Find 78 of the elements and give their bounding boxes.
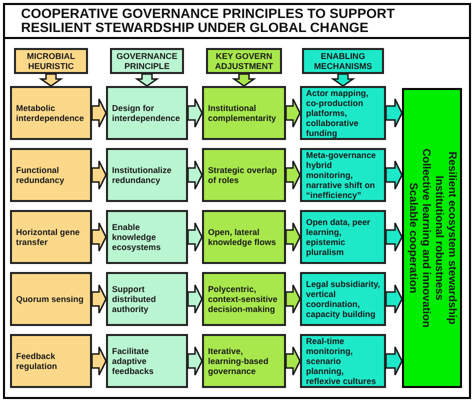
block-arrow — [285, 222, 301, 252]
process-box — [300, 86, 386, 140]
box-text: Meta-governance hybrid monitoring, narrative shift on “inefficiency” — [306, 150, 377, 200]
block-arrow — [134, 73, 160, 87]
title: COOPERATIVE GOVERNANCE PRINCIPLES TO SUPPORT RESILIENT STEWARDSHIP UNDER GLOBAL CHANGE — [21, 7, 396, 35]
block-arrow — [285, 160, 301, 190]
block-arrow — [285, 98, 301, 128]
column-header — [302, 48, 384, 74]
process-box — [202, 272, 286, 326]
header-text: KEY GOVERN ADJUSTMENT — [214, 51, 274, 71]
block-arrow — [91, 222, 107, 252]
process-box — [202, 86, 286, 140]
outcome-text: Institutional robustness — [432, 176, 445, 300]
header-text: ENABLING MECHANISMS — [312, 51, 374, 71]
box-text: Strategic overlap of roles — [208, 165, 278, 185]
process-box — [10, 272, 92, 326]
process-box — [106, 86, 188, 140]
column-header — [206, 48, 282, 74]
process-box — [106, 210, 188, 264]
header-text: GOVERNANCE PRINCIPLE — [116, 51, 178, 71]
header-text: MICROBIAL HEURISTIC — [26, 51, 76, 71]
process-box — [106, 334, 188, 388]
process-box — [202, 210, 286, 264]
block-arrow — [232, 73, 256, 87]
block-arrow — [91, 160, 107, 190]
outcome-text: Scalable cooperation — [406, 182, 419, 294]
box-text: Iterative, learning-based governance — [208, 346, 270, 376]
process-box — [106, 272, 188, 326]
box-text: Actor mapping, co-production platforms, collaborative funding — [306, 88, 370, 138]
outcome-box — [402, 88, 462, 388]
block-arrow — [385, 284, 403, 314]
box-text: Open, lateral knowledge flows — [208, 227, 278, 247]
column-header — [14, 48, 88, 74]
process-box — [202, 334, 286, 388]
box-text: Polycentric, context-sensitive decision-making — [208, 284, 278, 314]
block-arrow — [91, 346, 107, 376]
block-arrow — [187, 160, 203, 190]
outcome-text: Collective learning and innovation — [419, 148, 432, 328]
process-box — [10, 86, 92, 140]
process-box — [300, 334, 386, 388]
box-text: Feedback regulation — [16, 351, 58, 371]
box-text: Horizontal gene transfer — [16, 227, 81, 247]
box-text: Legal subsidiarity, vertical coordination, capacity building — [306, 279, 380, 319]
block-arrow — [91, 284, 107, 314]
block-arrow — [187, 98, 203, 128]
box-text: Design for interdependence — [112, 103, 182, 123]
box-text: Metabolic interdependence — [16, 103, 86, 123]
block-arrow — [285, 346, 301, 376]
box-text: Institutional complementarity — [208, 103, 278, 123]
outcome-text: Resilient ecosystem stewardship — [445, 151, 458, 324]
process-box — [300, 210, 386, 264]
box-text: Enable knowledge ecosystems — [112, 222, 162, 252]
block-arrow — [187, 222, 203, 252]
block-arrow — [38, 73, 64, 87]
process-box — [300, 272, 386, 326]
process-box — [202, 148, 286, 202]
block-arrow — [385, 222, 403, 252]
block-arrow — [91, 98, 107, 128]
process-box — [10, 210, 92, 264]
block-arrow — [385, 160, 403, 190]
box-text: Support distributed authority — [112, 284, 157, 314]
box-text: Institutionalize redundancy — [112, 165, 172, 185]
box-text: Quorum sensing — [16, 294, 84, 304]
box-text: Facilitate adaptive feedbacks — [112, 346, 155, 376]
block-arrow — [330, 73, 356, 87]
box-text: Real-time monitoring, scenario planning, reflexive cultures — [306, 336, 377, 386]
process-box — [10, 148, 92, 202]
process-box — [300, 148, 386, 202]
block-arrow — [285, 284, 301, 314]
block-arrow — [385, 98, 403, 128]
block-arrow — [187, 346, 203, 376]
box-text: Open data, peer learning, epistemic pluralism — [306, 217, 372, 257]
process-box — [10, 334, 92, 388]
block-arrow — [187, 284, 203, 314]
process-box — [106, 148, 188, 202]
block-arrow — [385, 346, 403, 376]
column-header — [110, 48, 184, 74]
box-text: Functional redundancy — [16, 165, 66, 185]
